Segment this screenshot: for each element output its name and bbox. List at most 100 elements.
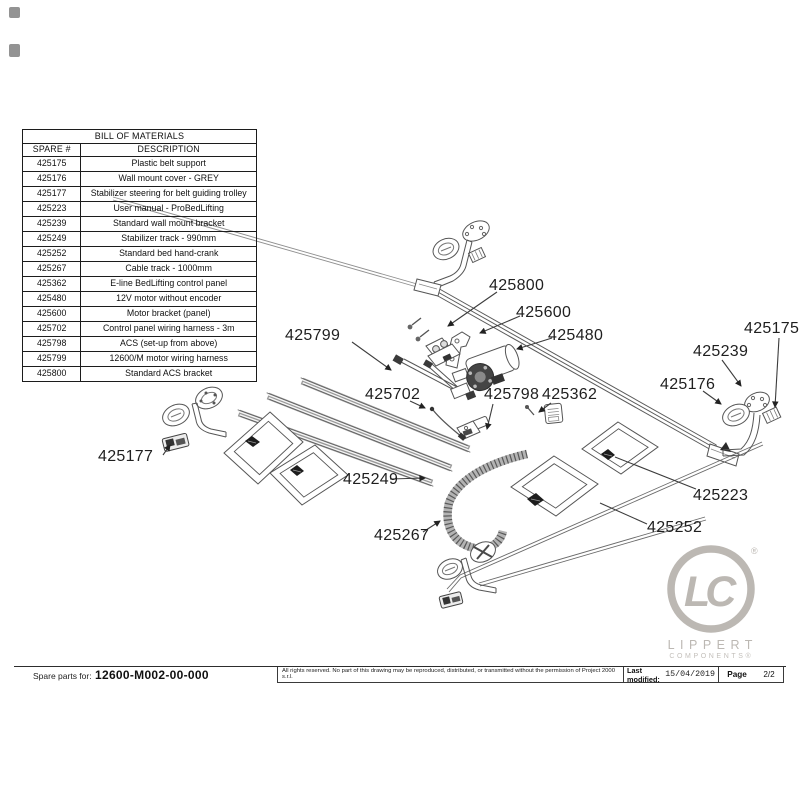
- callout-425252: 425252: [647, 519, 703, 536]
- bom-cell-spare: 425798: [21, 336, 82, 352]
- bom-cell-spare: 425702: [21, 321, 82, 337]
- callout-leaders: [162, 291, 780, 533]
- callout-425175: 425175: [744, 320, 800, 337]
- bottom-rail: [478, 516, 707, 587]
- bom-cell-spare: 425249: [21, 231, 82, 247]
- callout-425223: 425223: [693, 487, 749, 504]
- bom-cell-description: E-line BedLifting control panel: [80, 276, 257, 292]
- bom-cell-description: Wall mount cover - GREY: [80, 171, 257, 187]
- bom-cell-description: 12600/M motor wiring harness: [80, 351, 257, 367]
- bom-title-row: BILL OF MATERIALS: [22, 129, 257, 144]
- lc-monogram: LC: [684, 568, 737, 616]
- last-modified-label: Last modified:: [627, 665, 660, 684]
- belt-guiding-trolley: [438, 591, 464, 609]
- acs-bracket: [407, 317, 461, 367]
- page-indicator-cell: Page 2/2: [718, 667, 784, 683]
- spare-parts-label: Spare parts for:: [33, 671, 92, 681]
- bom-title: BILL OF MATERIALS: [22, 129, 257, 144]
- bom-cell-description: Cable track - 1000mm: [80, 261, 257, 277]
- bom-cell-description: ACS (set-up from above): [80, 336, 257, 352]
- callout-425249: 425249: [343, 471, 399, 488]
- bom-cell-spare: 425175: [21, 156, 82, 172]
- footer-rule: [14, 666, 786, 667]
- scan-artifact-mark: [9, 7, 20, 18]
- callout-425267: 425267: [374, 527, 430, 544]
- bom-cell-spare: 425177: [21, 186, 82, 202]
- bom-cell-spare: 425480: [21, 291, 82, 307]
- bom-cell-spare: 425600: [21, 306, 82, 322]
- bottom-left-mount-assembly: [161, 386, 227, 452]
- bom-cell-description: Standard wall mount bracket: [80, 216, 257, 232]
- callout-425798: 425798: [484, 386, 540, 403]
- right-end-mount-assembly: [722, 391, 782, 457]
- callout-425800: 425800: [489, 277, 545, 294]
- bom-col-spare: SPARE #: [21, 143, 82, 157]
- bom-body: BILL OF MATERIALS SPARE # DESCRIPTION 42…: [21, 129, 257, 382]
- last-modified-cell: Last modified: 15/04/2019: [623, 665, 718, 684]
- bom-cell-description: Stabilizer track - 990mm: [80, 231, 257, 247]
- callout-425702: 425702: [365, 386, 421, 403]
- hand-crank-rod: [446, 441, 764, 593]
- belt-guiding-trolley: [161, 432, 190, 452]
- bom-cell-spare: 425176: [21, 171, 82, 187]
- panel-harness-cable: [429, 406, 467, 441]
- bom-cell-description: User manual - ProBedLifting: [80, 201, 257, 217]
- bom-cell-spare: 425362: [21, 276, 82, 292]
- bom-cell-spare: 425223: [21, 201, 82, 217]
- bom-cell-spare: 425239: [21, 216, 82, 232]
- top-left-mount-assembly: [413, 220, 490, 297]
- lippert-logo: LC ®: [667, 545, 758, 633]
- lippert-wordmark: LIPPERT: [667, 638, 758, 652]
- bom-cell-description: Stabilizer steering for belt guiding tro…: [80, 186, 257, 202]
- bom-cell-spare: 425800: [21, 366, 82, 382]
- bom-cell-description: Motor bracket (panel): [80, 306, 257, 322]
- callout-425239: 425239: [693, 343, 749, 360]
- cable-track-chain: [443, 449, 528, 553]
- control-panel: [525, 402, 564, 425]
- bom-cell-spare: 425267: [21, 261, 82, 277]
- callout-425600: 425600: [516, 304, 572, 321]
- document-part-number: 12600-M002-00-000: [95, 668, 209, 682]
- callout-425362: 425362: [542, 386, 598, 403]
- rights-notice: All rights reserved. No part of this dra…: [277, 667, 623, 683]
- bom-cell-description: Plastic belt support: [80, 156, 257, 172]
- callout-425176: 425176: [660, 376, 716, 393]
- user-manual-booklets: [245, 436, 615, 506]
- bom-cell-spare: 425252: [21, 246, 82, 262]
- lippert-components-wordmark: COMPONENTS®: [669, 653, 754, 660]
- motor-illustration: [451, 343, 520, 392]
- last-modified-date: 15/04/2019: [665, 670, 715, 679]
- bom-col-description: DESCRIPTION: [80, 143, 257, 157]
- callout-425480: 425480: [548, 327, 604, 344]
- bom-cell-description: Control panel wiring harness - 3m: [80, 321, 257, 337]
- callout-425177: 425177: [98, 448, 154, 465]
- bill-of-materials-table: BILL OF MATERIALS SPARE # DESCRIPTION 42…: [21, 129, 257, 382]
- bottom-center-mount-assembly: [437, 541, 497, 609]
- bom-header-row: SPARE # DESCRIPTION: [21, 143, 257, 157]
- bom-cell-description: 12V motor without encoder: [80, 291, 257, 307]
- page-number: 2/2: [763, 670, 775, 679]
- registered-mark: ®: [751, 546, 758, 556]
- bom-cell-spare: 425799: [21, 351, 82, 367]
- bom-cell-description: Standard bed hand-crank: [80, 246, 257, 262]
- callout-425799: 425799: [285, 327, 341, 344]
- page-label: Page: [727, 670, 747, 679]
- bom-cell-description: Standard ACS bracket: [80, 366, 257, 382]
